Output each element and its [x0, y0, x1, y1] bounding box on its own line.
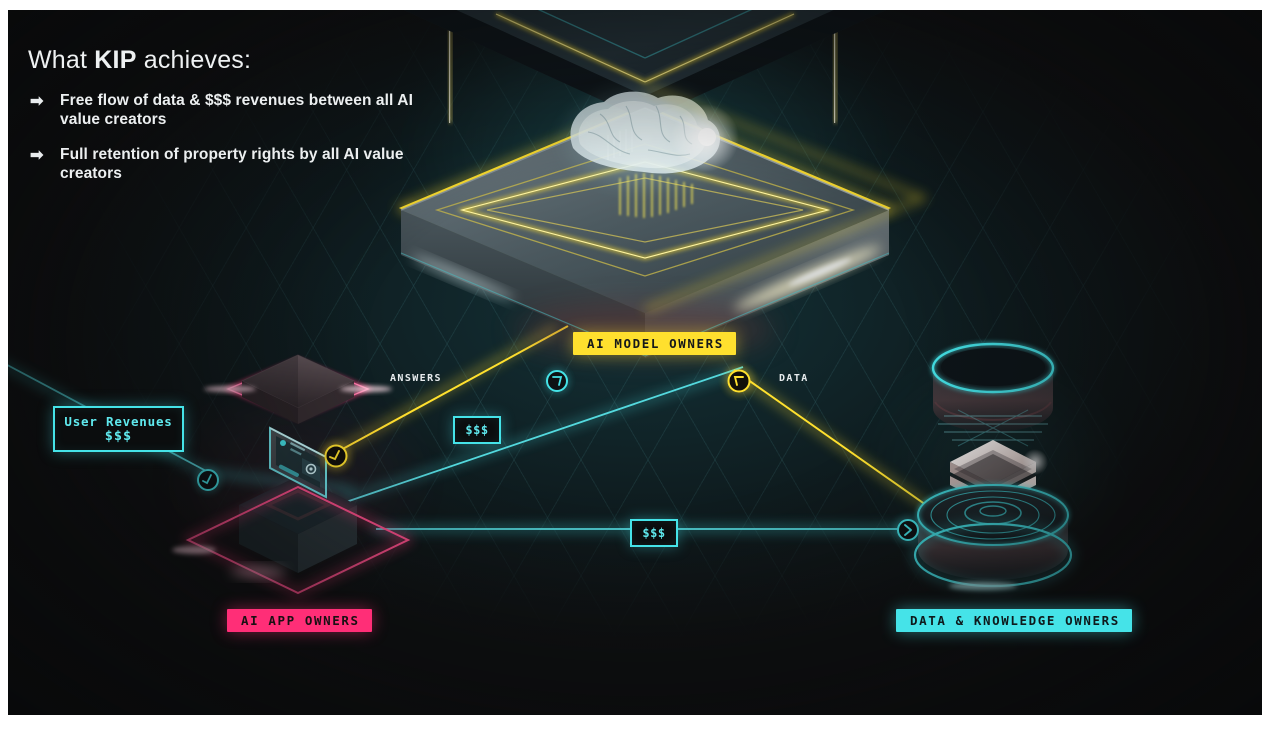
- bullet-text-1: Free flow of data & $$$ revenues between…: [60, 92, 413, 128]
- node-label-data-knowledge-owners[interactable]: DATA & KNOWLEDGE OWNERS: [896, 609, 1132, 632]
- arrow-right-icon: ➡: [30, 147, 44, 164]
- edge-label-data: DATA: [779, 373, 809, 384]
- node-label-ai-app-owners[interactable]: AI APP OWNERS: [227, 609, 372, 632]
- page-title: What KIP achieves:: [28, 46, 428, 75]
- marker-user-in[interactable]: [191, 463, 225, 497]
- edge-label-answers: ANSWERS: [390, 373, 442, 384]
- money-badge-app-to-data[interactable]: $$$: [630, 519, 678, 547]
- marker-app-to-model[interactable]: [540, 364, 574, 398]
- marker-model-to-data[interactable]: [720, 362, 758, 400]
- title-strong: KIP: [94, 46, 137, 74]
- headline-block: What KIP achieves: ➡ Free flow of data &…: [28, 46, 428, 199]
- user-revenues-amount: $$$: [104, 428, 133, 444]
- title-prefix: What: [28, 46, 95, 74]
- user-revenues-label: User Revenues: [64, 414, 173, 429]
- knowledge-owners-object: [853, 342, 1133, 590]
- arrow-right-icon: ➡: [30, 93, 44, 110]
- bullet-text-2: Full retention of property rights by all…: [60, 146, 404, 182]
- ai-chip-brain-object: [395, 10, 929, 358]
- user-revenues-badge[interactable]: User Revenues $$$: [53, 406, 184, 452]
- title-suffix: achieves:: [136, 46, 252, 74]
- bullet-item-2: ➡ Full retention of property rights by a…: [30, 145, 428, 183]
- marker-model-to-app[interactable]: [317, 437, 355, 475]
- money-badge-app-to-model[interactable]: $$$: [453, 416, 501, 444]
- marker-app-to-data[interactable]: [890, 512, 926, 548]
- node-label-ai-model-owners[interactable]: AI MODEL OWNERS: [573, 332, 736, 355]
- slide-canvas: What KIP achieves: ➡ Free flow of data &…: [8, 10, 1262, 715]
- bullet-item-1: ➡ Free flow of data & $$$ revenues betwe…: [30, 91, 428, 129]
